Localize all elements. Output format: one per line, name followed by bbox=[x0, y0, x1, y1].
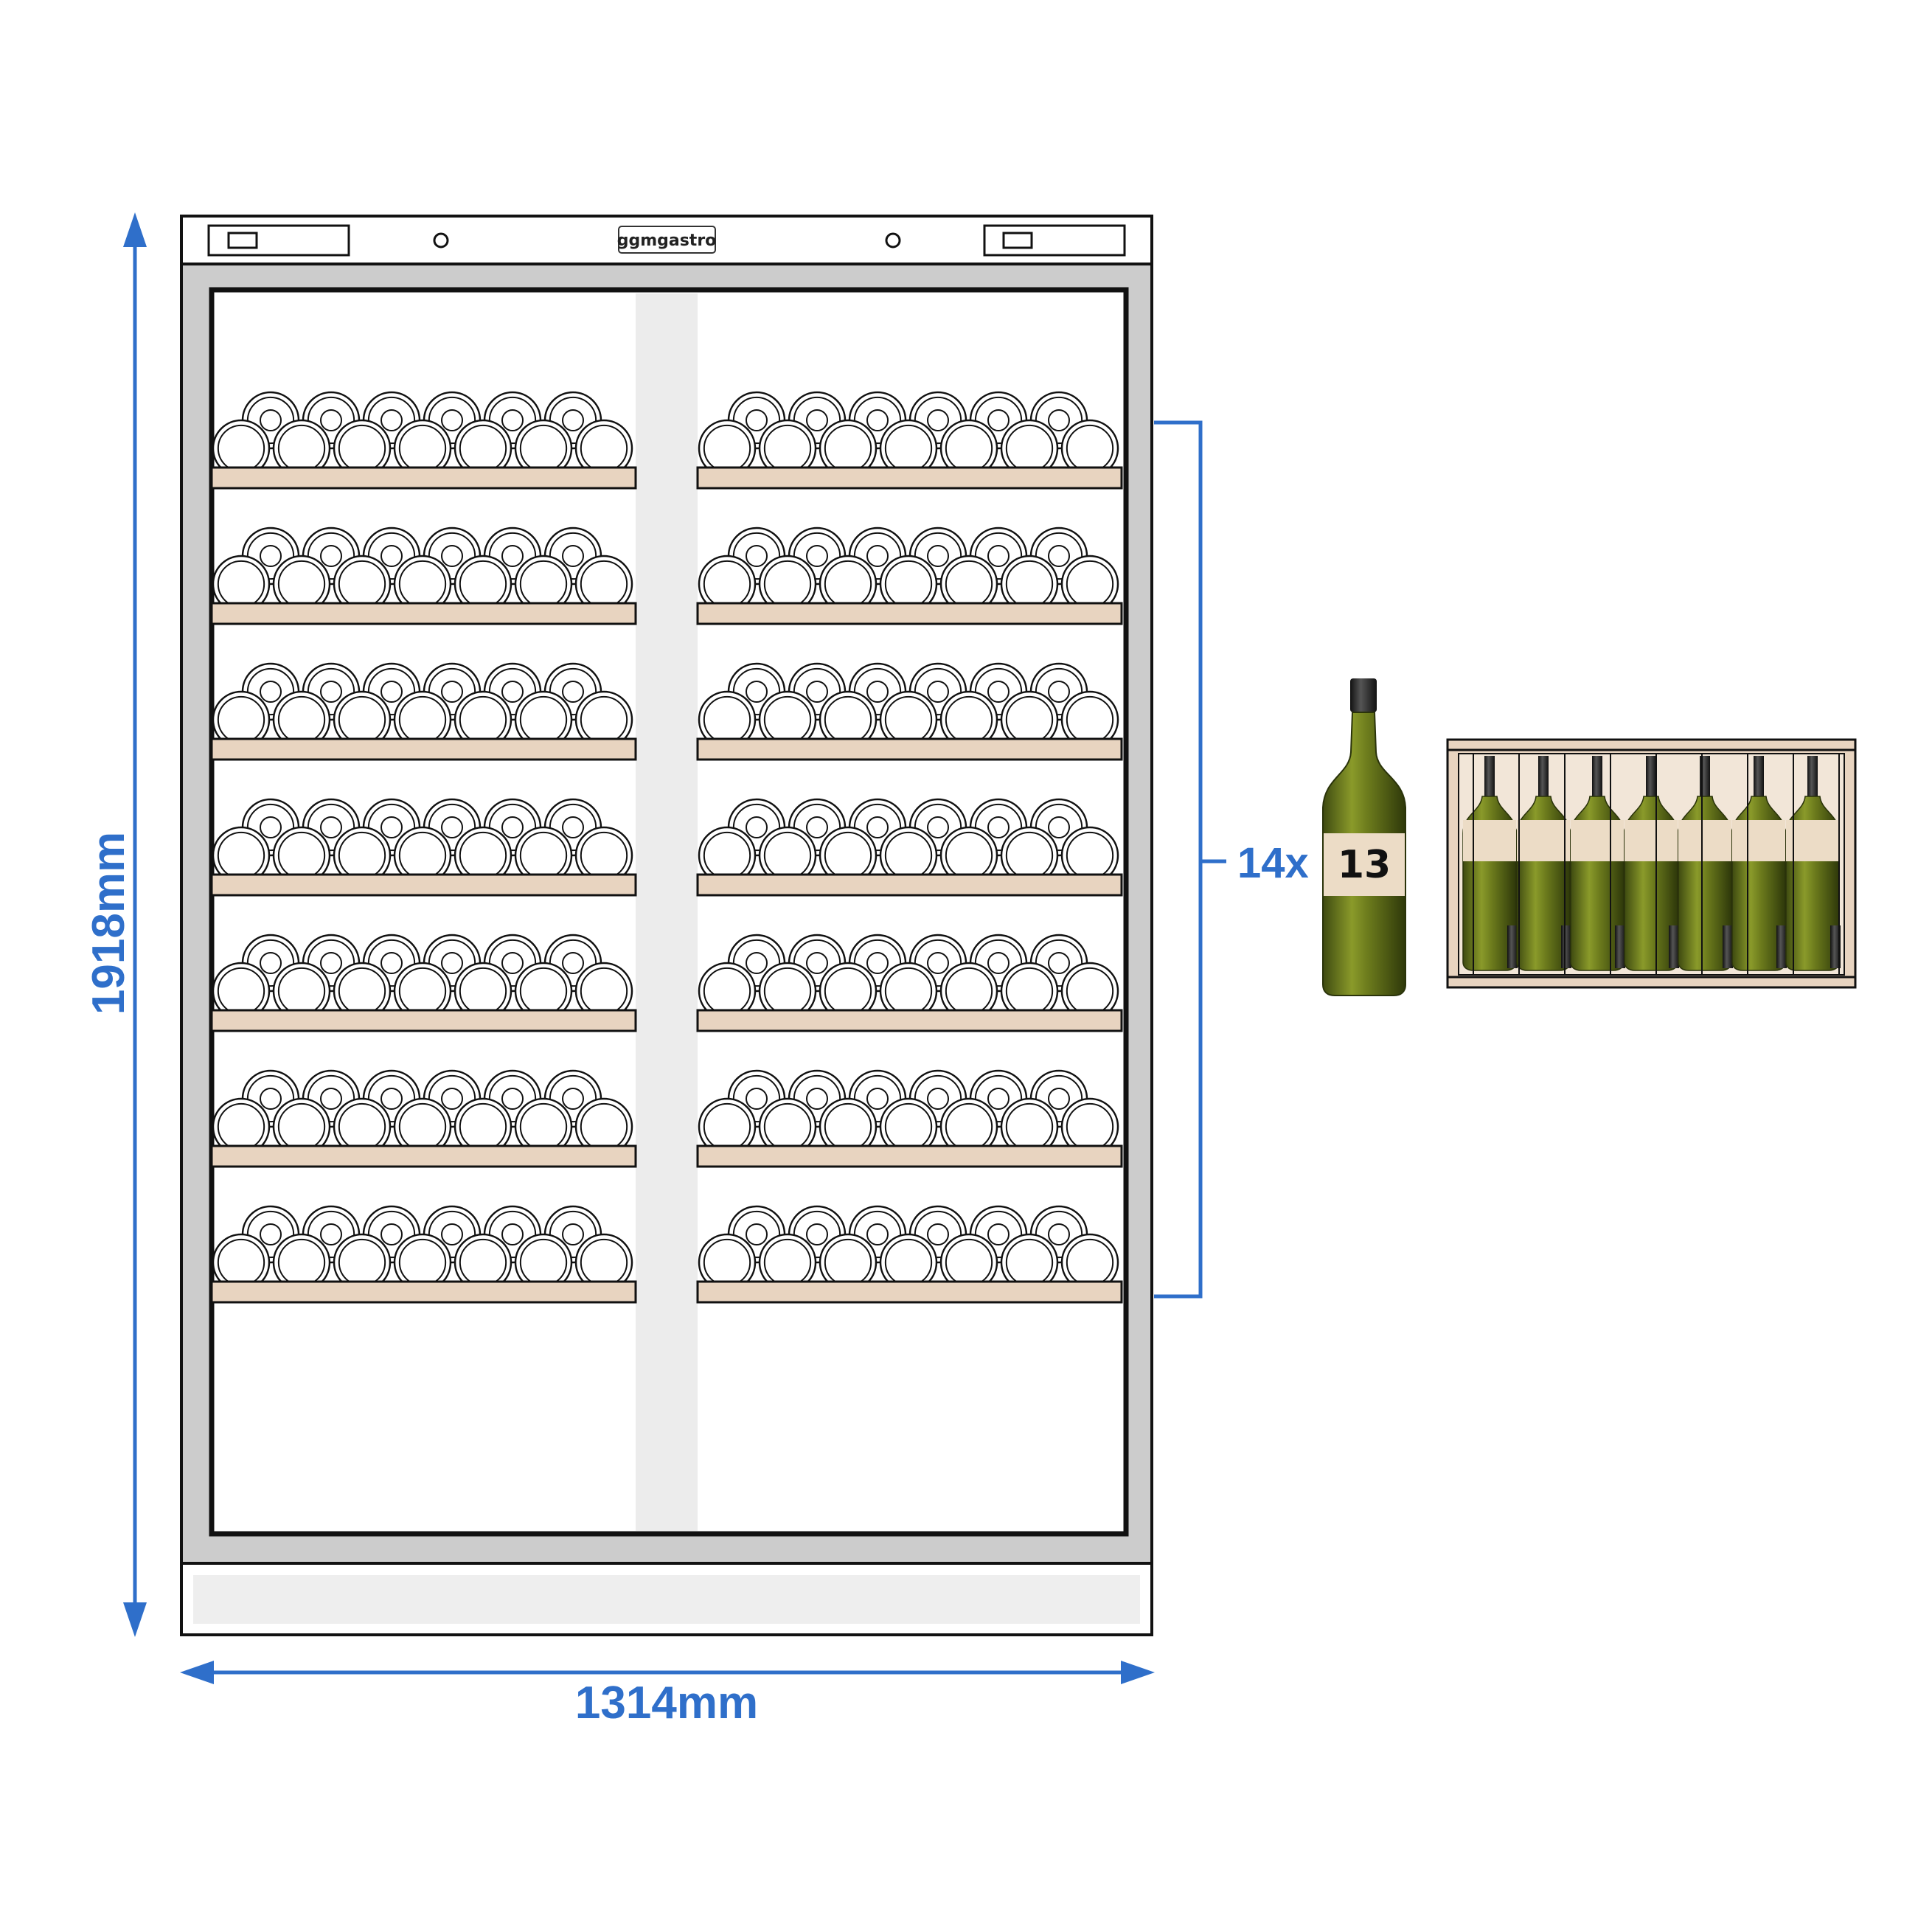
crate-bottle bbox=[1624, 756, 1679, 971]
bottle-end-front bbox=[819, 962, 878, 1021]
shelf-row bbox=[210, 391, 637, 490]
shelf-row bbox=[210, 527, 637, 625]
bottle-end-front bbox=[333, 419, 392, 478]
shelf-board bbox=[210, 1144, 637, 1168]
shelf-row bbox=[210, 1069, 637, 1168]
bottle-end-front bbox=[819, 419, 878, 478]
bottle-label bbox=[1324, 833, 1405, 896]
crate-bottle bbox=[1785, 756, 1841, 971]
shelf-board bbox=[696, 602, 1123, 625]
height-arrow-top-icon bbox=[123, 212, 147, 247]
left-display-button-icon bbox=[227, 232, 258, 249]
bottle-end-front bbox=[698, 1097, 757, 1156]
width-arrow-right-icon bbox=[1121, 1661, 1155, 1684]
shelf-board bbox=[696, 1280, 1123, 1304]
shelf-board bbox=[210, 737, 637, 761]
bottle-end-front bbox=[333, 1097, 392, 1156]
shelf-board bbox=[210, 602, 637, 625]
height-dimension: 1918mm bbox=[83, 212, 147, 1637]
wine-bottle-icon: 13 bbox=[1322, 678, 1406, 996]
wine-crate-icon bbox=[1446, 738, 1857, 989]
shelf-row bbox=[696, 934, 1123, 1032]
right-display-button-icon bbox=[1002, 232, 1033, 249]
shelf-row bbox=[210, 798, 637, 897]
crate-bottle bbox=[1462, 756, 1518, 971]
bottle-end-front bbox=[333, 1233, 392, 1292]
bottle-end-front bbox=[514, 1097, 573, 1156]
bottle-end-front bbox=[939, 419, 998, 478]
shelf-board bbox=[696, 1144, 1123, 1168]
crate-bottom-rail bbox=[1446, 976, 1857, 989]
shelf-row bbox=[210, 662, 637, 761]
bottle-cap bbox=[1350, 678, 1377, 712]
left-indicator-light-icon bbox=[433, 232, 449, 249]
crate-bottles bbox=[1462, 754, 1841, 975]
bottle-end-front bbox=[454, 1233, 512, 1292]
bottle-end-front bbox=[1000, 690, 1059, 749]
shelf-board bbox=[696, 873, 1123, 897]
crate-top-rail bbox=[1446, 738, 1857, 751]
height-arrow-bottom-icon bbox=[123, 1602, 147, 1637]
height-label: 1918mm bbox=[83, 832, 134, 1015]
crate-bottle bbox=[1731, 756, 1787, 971]
brand-name: ggmgastro bbox=[617, 232, 717, 250]
shelf-board bbox=[210, 873, 637, 897]
shelf-row bbox=[696, 1069, 1123, 1168]
bracket-line bbox=[1154, 420, 1203, 1299]
shelf-row bbox=[696, 662, 1123, 761]
bottle-end-front bbox=[574, 1233, 633, 1292]
shelf-board bbox=[210, 1009, 637, 1032]
shelf-board bbox=[696, 1009, 1123, 1032]
bottle-label-number: 13 bbox=[1338, 843, 1391, 887]
width-dimension: 1314mm bbox=[180, 1661, 1155, 1728]
shelf-count-bracket: 14x bbox=[1154, 420, 1309, 1299]
right-indicator-light-icon bbox=[885, 232, 901, 249]
shelf-row bbox=[696, 391, 1123, 490]
width-label: 1314mm bbox=[575, 1678, 758, 1728]
bottle-end-front bbox=[1000, 1097, 1059, 1156]
brand-badge bbox=[618, 226, 716, 254]
shelf-row bbox=[210, 1205, 637, 1304]
bottle-end-front bbox=[819, 555, 878, 614]
bottle-end-front bbox=[333, 826, 392, 885]
bottle-end-front bbox=[393, 419, 452, 478]
shelf-board bbox=[210, 1280, 637, 1304]
bottle-end-front bbox=[1000, 555, 1059, 614]
cabinet: ggmgastro bbox=[180, 215, 1153, 1636]
bottle-end-front bbox=[514, 1233, 573, 1292]
door-divider bbox=[636, 293, 698, 1531]
shelf-board bbox=[696, 466, 1123, 490]
shelf-row bbox=[696, 798, 1123, 897]
bottle-end-front bbox=[212, 962, 271, 1021]
shelves bbox=[210, 391, 1123, 1304]
shelf-board bbox=[210, 466, 637, 490]
shelf-board bbox=[696, 737, 1123, 761]
bottle-end-front bbox=[879, 826, 938, 885]
width-arrow-left-icon bbox=[180, 1661, 214, 1684]
shelf-row bbox=[210, 934, 637, 1032]
shelf-row bbox=[696, 527, 1123, 625]
shelf-row bbox=[696, 1205, 1123, 1304]
bottle-end-front bbox=[333, 962, 392, 1021]
plinth-grille bbox=[193, 1575, 1140, 1624]
crate-bottle bbox=[1516, 756, 1571, 971]
shelf-count-label: 14x bbox=[1237, 839, 1309, 887]
